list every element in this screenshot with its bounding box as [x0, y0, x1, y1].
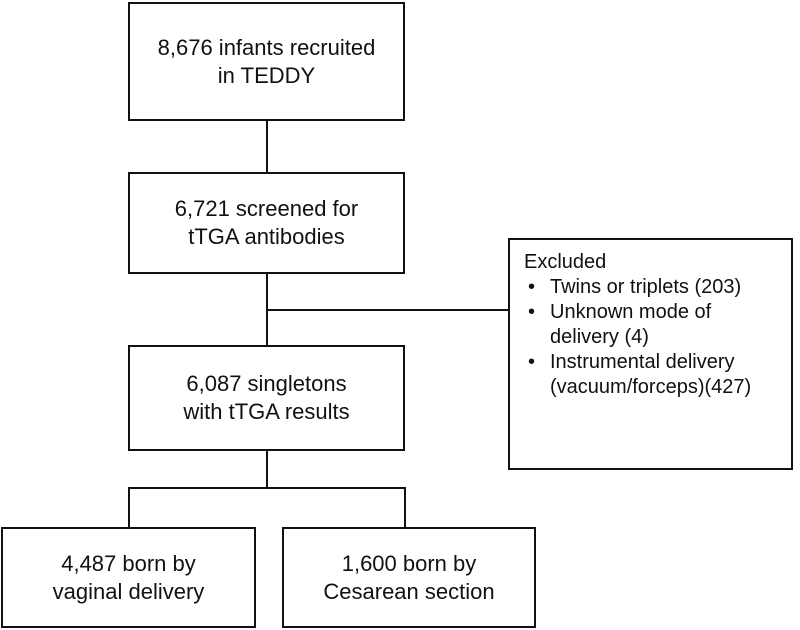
excluded-item: Twins or triplets (203): [524, 275, 779, 300]
excluded-box: Excluded Twins or triplets (203) Unknown…: [508, 238, 793, 470]
connector-to-vaginal: [128, 487, 130, 528]
vaginal-line2: vaginal delivery: [52, 578, 205, 604]
screened-line1: 6,721 screened for: [174, 196, 359, 221]
recruited-line1: 8,676 infants recruited: [157, 34, 376, 60]
excluded-item: Unknown mode of delivery (4): [524, 300, 779, 350]
excluded-item-2-line1: Unknown mode of: [550, 301, 712, 323]
cesarean-line1: 1,600 born by: [341, 550, 477, 576]
excluded-item-3-line2: (vacuum/forceps)(427): [550, 376, 752, 398]
excluded-list: Twins or triplets (203) Unknown mode of …: [524, 275, 779, 400]
vaginal-box: 4,487 born by vaginal delivery: [1, 527, 256, 628]
connector-to-excluded: [267, 309, 510, 311]
recruited-line2: in TEDDY: [217, 62, 316, 88]
excluded-item-1-line1: Twins or triplets (203): [550, 276, 742, 298]
connector-recruited-screened: [266, 119, 268, 173]
connector-split-horizontal: [128, 487, 406, 489]
vaginal-line1: 4,487 born by: [61, 550, 196, 576]
excluded-title: Excluded: [524, 251, 607, 273]
singletons-box: 6,087 singletons with tTGA results: [128, 345, 405, 451]
excluded-item: Instrumental delivery (vacuum/forceps)(4…: [524, 350, 779, 400]
cesarean-line2: Cesarean section: [323, 578, 495, 604]
screened-box: 6,721 screened for tTGA antibodies: [128, 172, 405, 274]
screened-line2: tTGA antibodies: [188, 224, 345, 249]
singletons-line1: 6,087 singletons: [186, 371, 347, 396]
cesarean-box: 1,600 born by Cesarean section: [282, 527, 536, 628]
recruited-box: 8,676 infants recruited in TEDDY: [128, 2, 405, 121]
excluded-item-2-line2: delivery (4): [550, 326, 649, 348]
excluded-item-3-line1: Instrumental delivery: [550, 351, 735, 373]
connector-to-cesarean: [404, 487, 406, 528]
connector-singletons-split: [266, 450, 268, 489]
singletons-line2: with tTGA results: [183, 399, 350, 424]
